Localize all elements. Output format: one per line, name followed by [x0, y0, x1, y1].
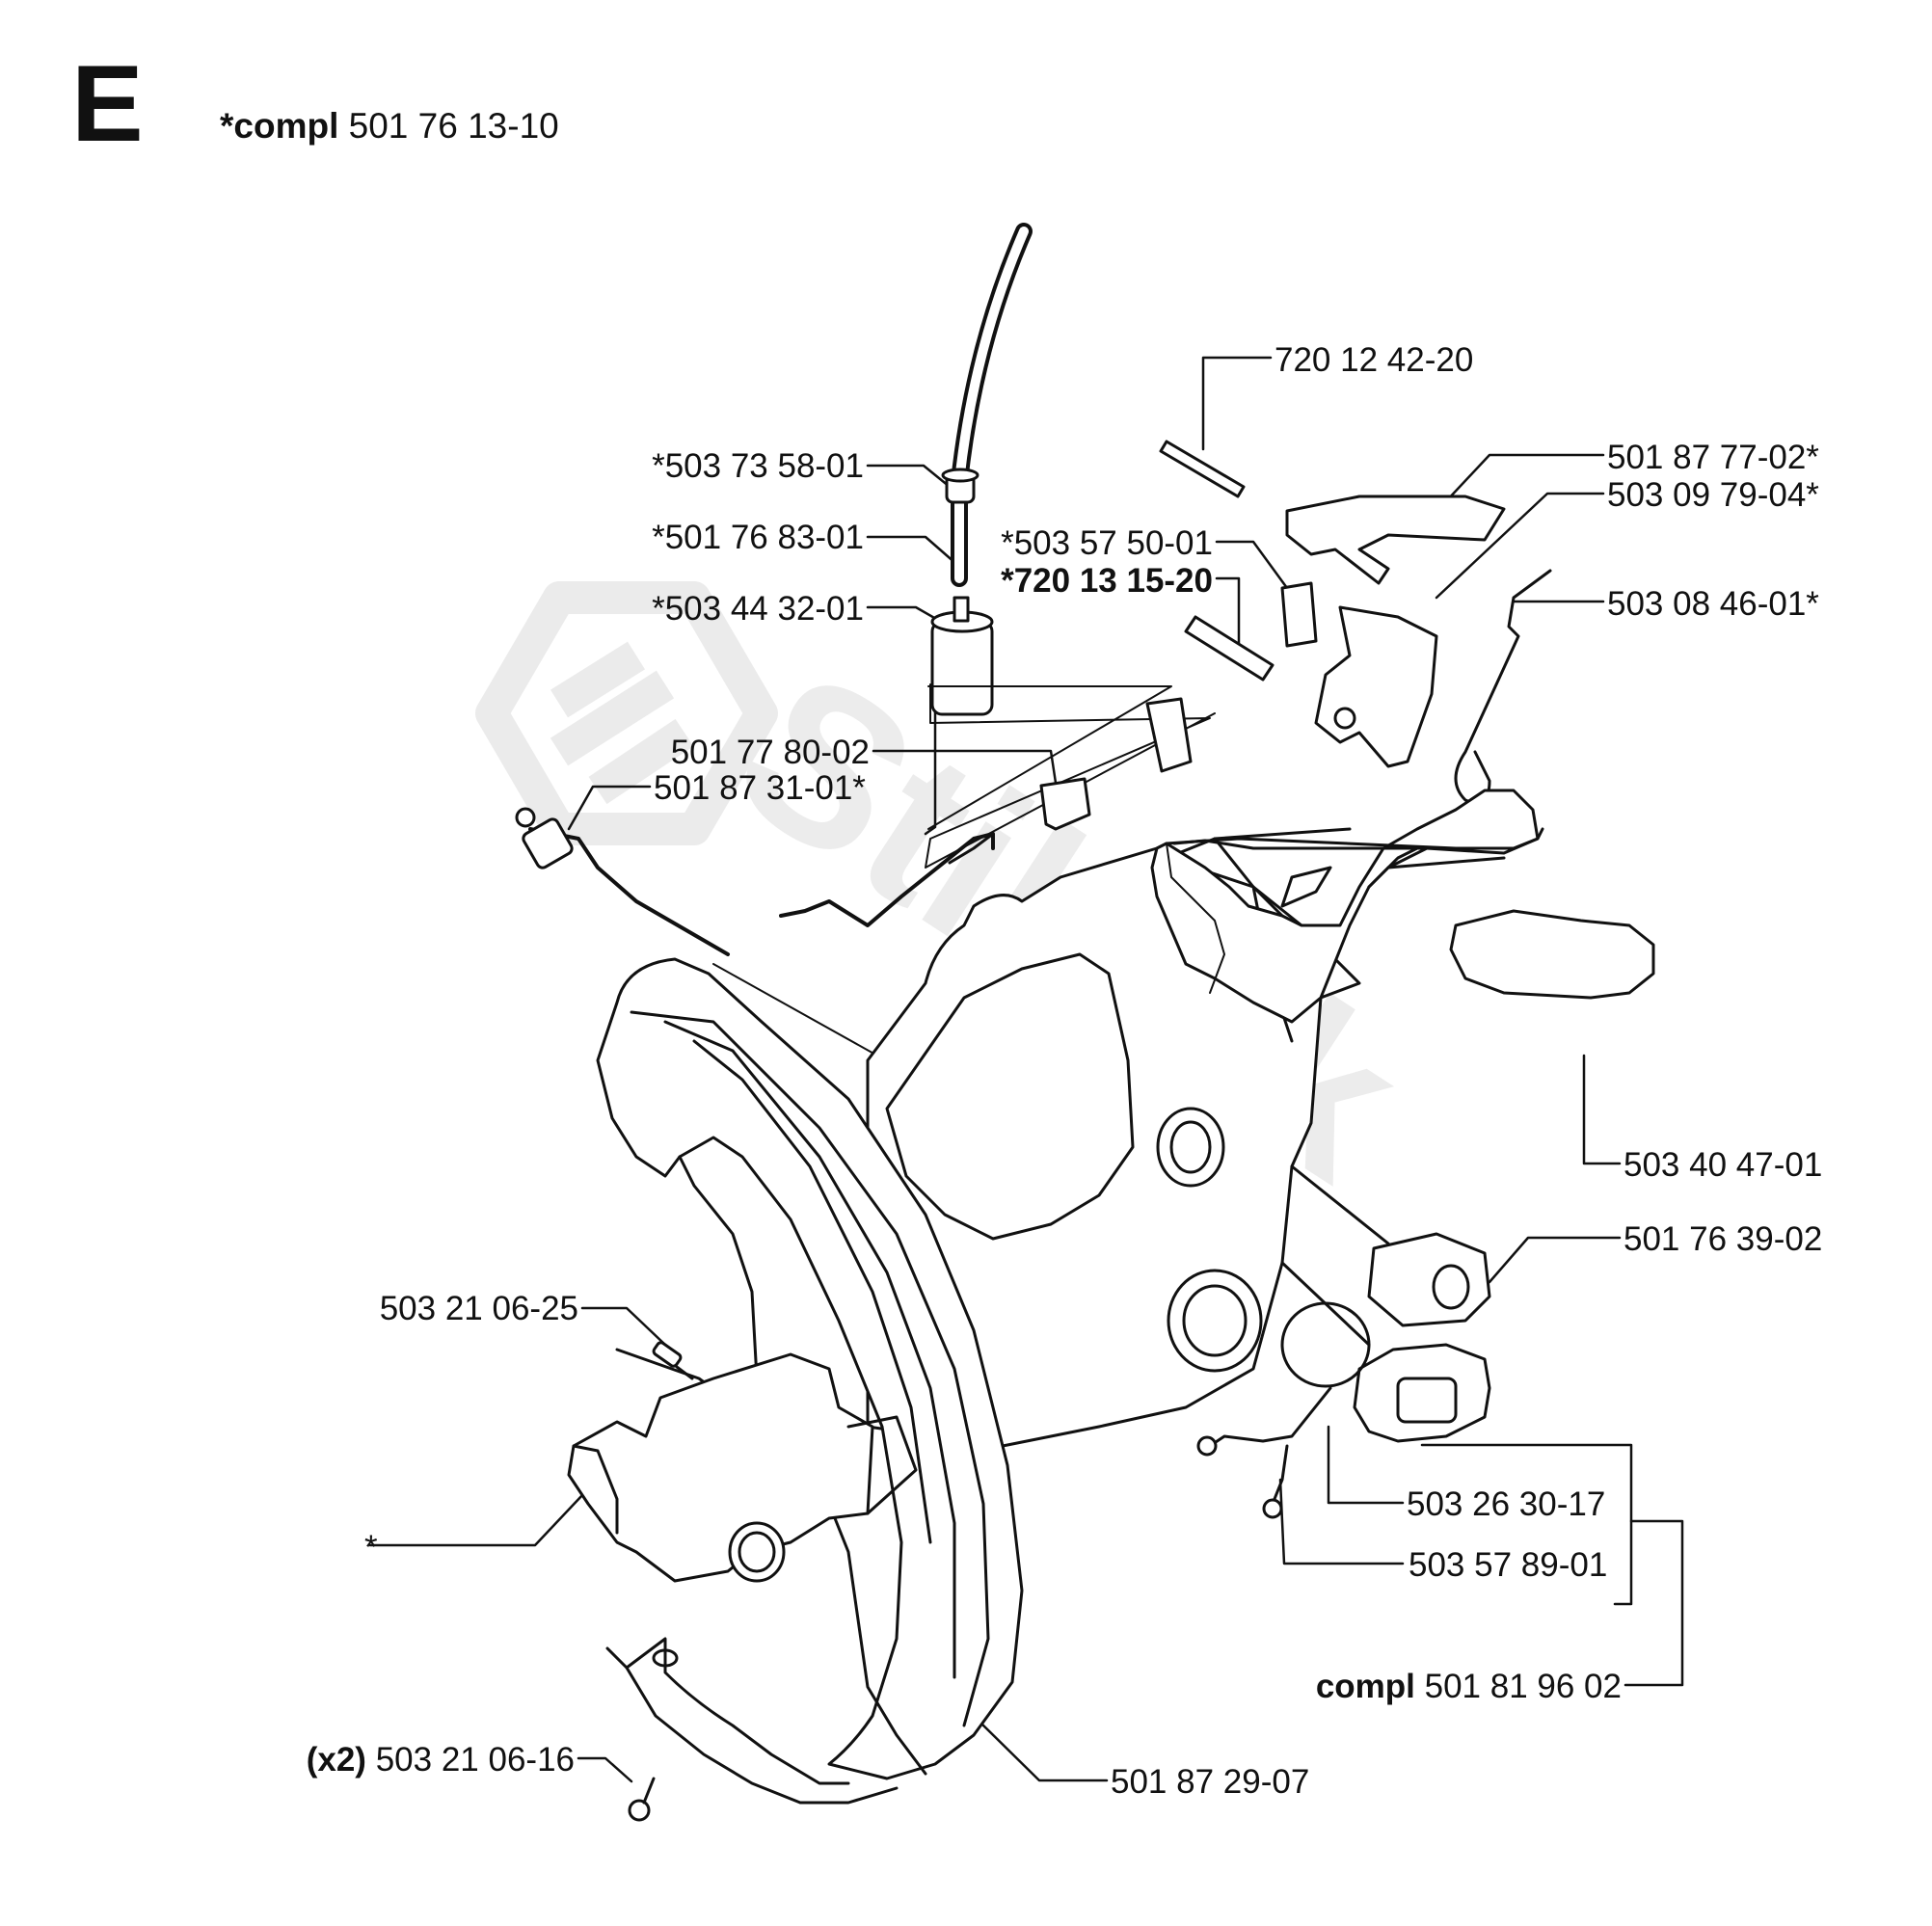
- assembly-header: *compl 501 76 13-10: [220, 108, 559, 144]
- leader-lockout: [1444, 453, 1605, 503]
- leader-damper: [1488, 1236, 1622, 1284]
- clip-parts: [1039, 697, 1193, 831]
- leader-screws: [577, 1756, 633, 1783]
- screws-number: 503 21 06-16: [375, 1741, 575, 1779]
- label-pin-second: *720 13 15-20: [1001, 562, 1213, 600]
- leader-rod: [567, 785, 652, 831]
- label-rear-handle-insert: 503 40 47-01: [1623, 1146, 1823, 1184]
- screws-part: [628, 1777, 656, 1822]
- throttle-trigger-part: [1314, 605, 1438, 768]
- leader-pin-second: [1215, 576, 1241, 657]
- screw-damper: [652, 1341, 694, 1380]
- rear-handle: [1150, 789, 1544, 1024]
- label-fuel-filter: *503 44 32-01: [652, 590, 864, 628]
- cable-part: [515, 807, 730, 956]
- pin-parts: [1159, 440, 1275, 682]
- rear-handle-insert: [1449, 909, 1655, 1000]
- leader-insert: [1582, 1054, 1622, 1165]
- leader-front-handle: [977, 1719, 1109, 1782]
- fuel-filter: [930, 596, 994, 716]
- strap-part: [1196, 1386, 1332, 1519]
- bracket-cap-group: [1420, 1443, 1633, 1606]
- screws-qty: (x2): [306, 1741, 366, 1779]
- label-fuel-hose: *501 76 83-01: [652, 519, 864, 556]
- leader-pin-top: [1201, 356, 1273, 451]
- assembly-number: 501 76 13-10: [348, 106, 559, 146]
- label-switch: *503 57 50-01: [1001, 524, 1213, 562]
- label-throttle-lockout: 501 87 77-02*: [1607, 439, 1819, 476]
- leader-screw-damper: [580, 1306, 667, 1347]
- cable-guide-line: [712, 963, 878, 1057]
- label-throttle-rod: 501 87 31-01*: [654, 769, 866, 807]
- section-letter: E: [71, 43, 144, 164]
- bracket-compl: [1623, 1519, 1684, 1687]
- label-spring: 503 08 46-01*: [1607, 585, 1819, 623]
- leader-clip: [872, 749, 1058, 785]
- throttle-lockout-part: [1285, 495, 1506, 585]
- leader-hose: [866, 535, 958, 566]
- tank-cap-part: [1280, 1301, 1491, 1443]
- label-vibration-damper: 501 76 39-02: [1623, 1220, 1823, 1258]
- label-tank-cap: 503 26 30-17: [1407, 1485, 1606, 1523]
- tank-housing: [866, 827, 1390, 1448]
- label-hose-grommet: *503 73 58-01: [652, 447, 864, 485]
- switch-part: [1280, 581, 1318, 648]
- assembly-prefix: *compl: [220, 106, 339, 146]
- fuel-hose: [951, 223, 1033, 587]
- label-tank-housing: *: [364, 1529, 378, 1566]
- throttle-rod-part: [779, 832, 995, 927]
- label-throttle-trigger: 503 09 79-04*: [1607, 476, 1819, 514]
- cap-assembly-prefix: compl: [1315, 1668, 1415, 1705]
- label-strap: 503 57 89-01: [1409, 1546, 1608, 1584]
- vibration-damper: [1367, 1232, 1491, 1327]
- label-screw-damper: 503 21 06-25: [379, 1290, 578, 1327]
- leader-cap: [1327, 1425, 1405, 1505]
- leader-switch: [1215, 540, 1289, 590]
- leader-tank: [368, 1492, 585, 1547]
- label-cap-assembly: compl 501 81 96 02: [1316, 1670, 1622, 1703]
- hose-grommet: [941, 468, 979, 504]
- cap-assembly-number: 501 81 96 02: [1424, 1668, 1622, 1705]
- spring-part: [1454, 569, 1552, 804]
- leader-lines: [368, 356, 1684, 1783]
- leader-plate-edge: [924, 676, 937, 836]
- label-screws: (x2) 503 21 06-16: [307, 1743, 575, 1777]
- label-front-handle: 501 87 29-07: [1111, 1763, 1310, 1801]
- leader-grommet: [866, 464, 952, 489]
- label-clip: 501 77 80-02: [670, 734, 870, 771]
- leader-strap: [1278, 1478, 1405, 1565]
- leader-trigger: [1435, 492, 1605, 600]
- bar-mount: [567, 1352, 918, 1583]
- clip-plate-outline: [925, 683, 1216, 869]
- label-pin-top: 720 12 42-20: [1275, 341, 1474, 379]
